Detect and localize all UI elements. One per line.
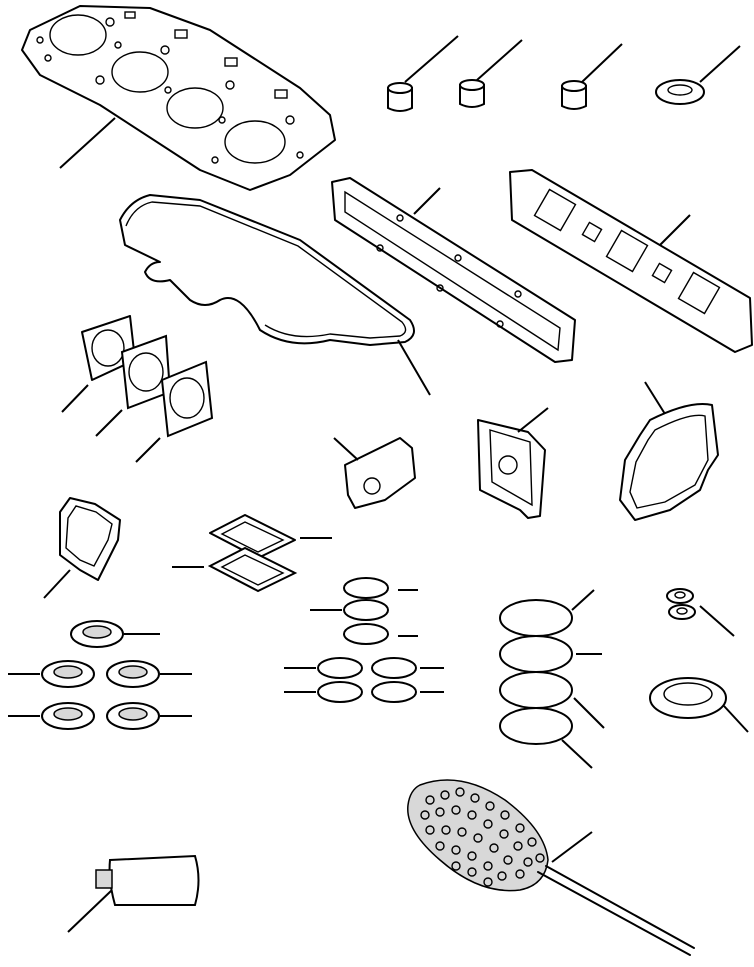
water-pump-gasket — [619, 381, 719, 521]
small-housing-gasket — [333, 437, 416, 509]
sealant-tube — [67, 854, 200, 933]
seal-washer — [655, 45, 741, 105]
small-sealing-washers — [8, 620, 192, 730]
valve-stem-seal-1 — [387, 35, 459, 112]
intake-manifold-gasket — [331, 177, 576, 363]
valve-stem-seal-3 — [561, 43, 623, 110]
exhaust-manifold-gasket — [509, 169, 753, 353]
copper-washers — [666, 588, 735, 637]
valve-stem-seal-2 — [459, 39, 523, 108]
flange-gasket-2 — [95, 334, 172, 437]
cylinder-head-gasket — [21, 5, 336, 191]
thermostat-gasket — [477, 407, 549, 519]
o-ring-set-large — [499, 589, 605, 769]
rocker-cover-gasket — [119, 194, 431, 396]
flange-gasket-3 — [135, 360, 214, 463]
cover-gasket — [43, 497, 121, 599]
o-ring-set-small — [284, 577, 444, 703]
large-seal-ring — [649, 677, 749, 733]
cleaning-brush — [407, 779, 695, 956]
square-gasket-pair — [172, 514, 332, 593]
